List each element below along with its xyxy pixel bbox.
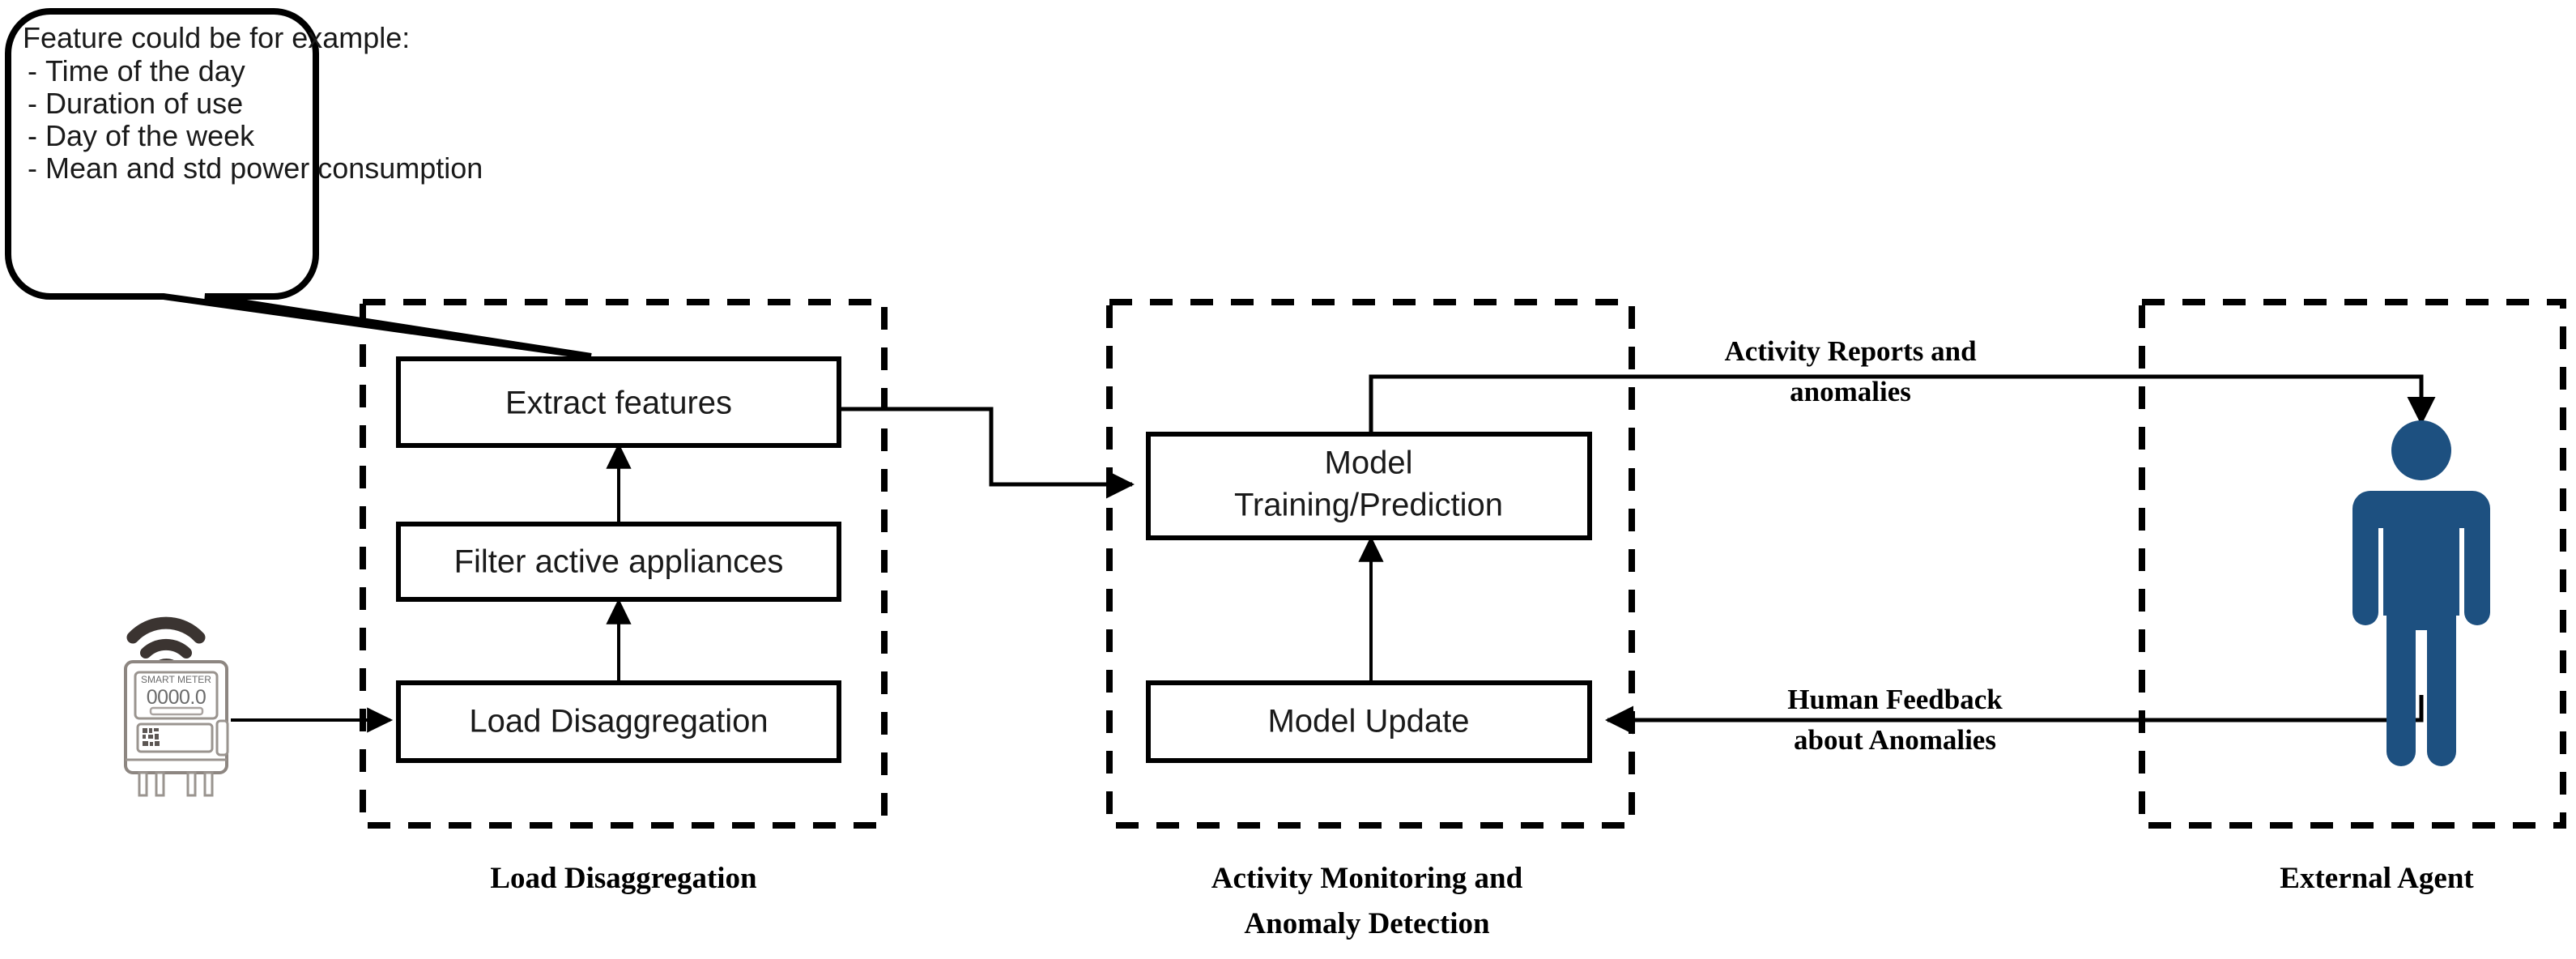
callout-item-3: Mean and std power consumption	[45, 151, 483, 185]
callout-bullet-marker-3: -	[28, 151, 37, 185]
activity-reports-line2: anomalies	[1790, 376, 1911, 407]
callout-item-2: Day of the week	[45, 119, 255, 152]
group-box-external-agent	[2139, 299, 2566, 829]
callout-bullet-marker-2: -	[28, 119, 37, 152]
callout-item-0: Time of the day	[45, 54, 245, 87]
box-filter-active-appliances[interactable]: Filter active appliances	[396, 522, 841, 602]
box-extract-features-label: Extract features	[505, 386, 732, 421]
caption-activity-monitoring-line2: Anomaly Detection	[1244, 907, 1490, 940]
box-filter-active-appliances-label: Filter active appliances	[454, 544, 784, 580]
box-model-update-label: Model Update	[1267, 704, 1469, 739]
callout-bullet-marker-0: -	[28, 54, 37, 87]
box-model-training-label-line2: Training/Prediction	[1234, 488, 1503, 523]
box-model-training-prediction[interactable]: Model Training/Prediction	[1146, 432, 1592, 540]
caption-load-disaggregation: Load Disaggregation	[490, 862, 757, 895]
group-box-activity-monitoring	[1106, 299, 1635, 829]
human-feedback-line1: Human Feedback	[1787, 684, 2003, 715]
arrow-human-feedback	[1605, 695, 2424, 735]
box-load-disaggregation-label: Load Disaggregation	[469, 704, 768, 739]
edge-label-human-feedback: Human Feedback about Anomalies	[1787, 684, 2003, 756]
human-feedback-line2: about Anomalies	[1794, 724, 1996, 756]
callout-bubble	[4, 8, 592, 360]
person-icon	[2352, 420, 2490, 766]
box-extract-features[interactable]: Extract features	[396, 356, 841, 448]
qr-code-icon	[143, 728, 160, 746]
caption-activity-monitoring-line1: Activity Monitoring and	[1211, 862, 1523, 895]
smart-meter-reading: 0000.0	[147, 686, 206, 709]
smart-meter-icon: SMART METER 0000.0	[124, 616, 229, 797]
box-model-training-label-line1: Model	[1325, 445, 1413, 481]
callout-bullet-marker-1: -	[28, 87, 37, 120]
smart-meter-title: SMART METER	[141, 674, 211, 685]
arrow-extract-to-model-training	[838, 407, 1135, 499]
edge-label-activity-reports: Activity Reports and anomalies	[1724, 335, 1977, 407]
arrow-activity-reports	[1369, 374, 2436, 433]
callout-item-1: Duration of use	[45, 87, 243, 120]
activity-reports-line1: Activity Reports and	[1724, 335, 1977, 367]
caption-external-agent: External Agent	[2280, 862, 2474, 895]
box-model-update[interactable]: Model Update	[1146, 680, 1592, 763]
wifi-signal-icon	[126, 616, 206, 672]
box-load-disaggregation[interactable]: Load Disaggregation	[396, 680, 841, 763]
callout-heading: Feature could be for example:	[23, 21, 410, 54]
group-box-load-disaggregation	[360, 299, 888, 829]
